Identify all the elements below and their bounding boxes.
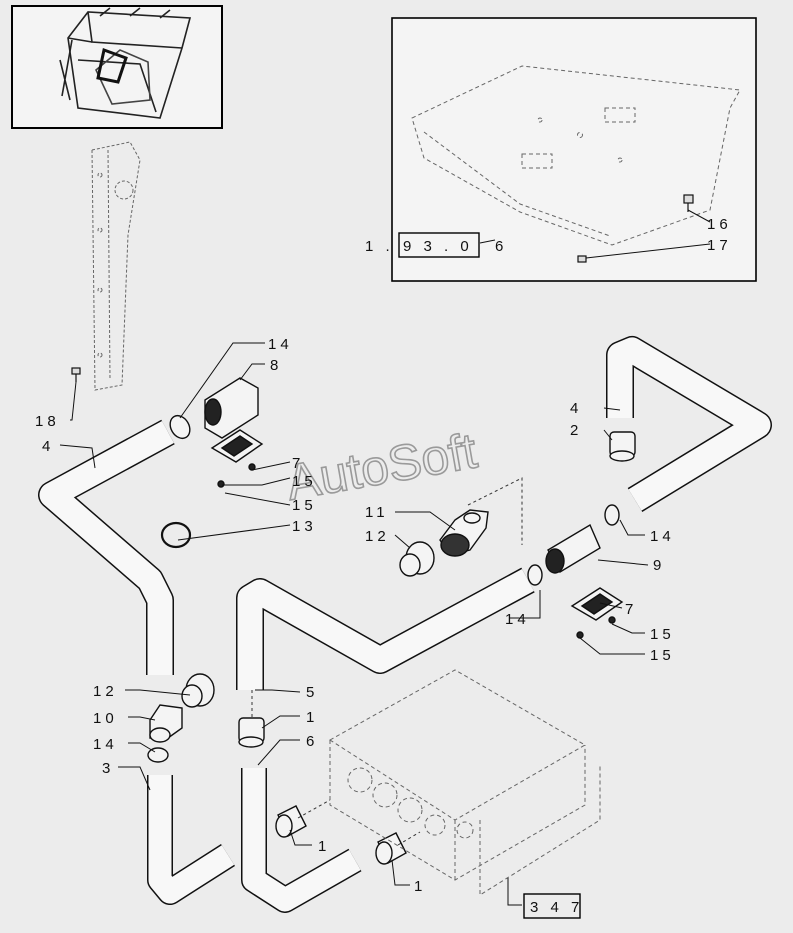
heater-unit bbox=[329, 669, 601, 896]
callout-15-a: 15 bbox=[292, 473, 317, 490]
screw-18 bbox=[71, 367, 81, 382]
callout-9: 9 bbox=[653, 557, 665, 574]
callout-10: 10 bbox=[93, 710, 118, 727]
callout-14-mid: 14 bbox=[505, 611, 530, 628]
callout-15-c: 15 bbox=[650, 626, 675, 643]
callout-4-left: 4 bbox=[42, 438, 54, 455]
callout-3: 3 bbox=[102, 760, 114, 777]
callout-15-b: 15 bbox=[292, 497, 317, 514]
fittings bbox=[147, 377, 636, 865]
bottom-ref-text: 3 4 7 bbox=[530, 899, 583, 916]
guide-lines bbox=[251, 477, 523, 846]
callout-15-d: 15 bbox=[650, 647, 675, 664]
callout-1-b: 1 bbox=[318, 838, 330, 855]
callout-7-left: 7 bbox=[292, 455, 304, 472]
callout-13: 13 bbox=[292, 518, 317, 535]
bottom-reference-box bbox=[523, 893, 581, 919]
callout-1-a: 1 bbox=[306, 709, 318, 726]
callout-7-right: 7 bbox=[625, 601, 637, 618]
callout-18: 18 bbox=[35, 413, 60, 430]
cab-pillar bbox=[91, 141, 141, 391]
callout-12-mid: 12 bbox=[365, 528, 390, 545]
cab-ref-suffix: 6 bbox=[495, 238, 507, 255]
callout-11: 11 bbox=[365, 504, 389, 521]
callout-14-bottom: 14 bbox=[93, 736, 118, 753]
cab-ref-prefix: 1 . bbox=[365, 238, 394, 255]
cab-thumbnail-inset bbox=[11, 5, 223, 129]
cab-ref-box-text: 9 3 . 0 bbox=[403, 238, 473, 255]
hoses bbox=[38, 336, 772, 913]
cab-reference-box bbox=[398, 232, 480, 258]
callout-2: 2 bbox=[570, 422, 582, 439]
screw-17 bbox=[577, 255, 587, 263]
callout-12-left: 12 bbox=[93, 683, 118, 700]
callout-6: 6 bbox=[306, 733, 318, 750]
callout-1-c: 1 bbox=[414, 878, 426, 895]
callout-14-right: 14 bbox=[650, 528, 675, 545]
callout-17: 17 bbox=[707, 237, 732, 254]
callout-8: 8 bbox=[270, 357, 282, 374]
leader-lines bbox=[59, 209, 711, 906]
callout-14-top: 14 bbox=[268, 336, 293, 353]
callout-4-right: 4 bbox=[570, 400, 582, 417]
callout-16: 16 bbox=[707, 216, 732, 233]
callout-labels: 14 8 18 4 7 15 15 13 11 12 4 2 14 9 14 7… bbox=[35, 216, 732, 916]
callout-5: 5 bbox=[306, 684, 318, 701]
roof-panel-inset bbox=[391, 17, 757, 282]
